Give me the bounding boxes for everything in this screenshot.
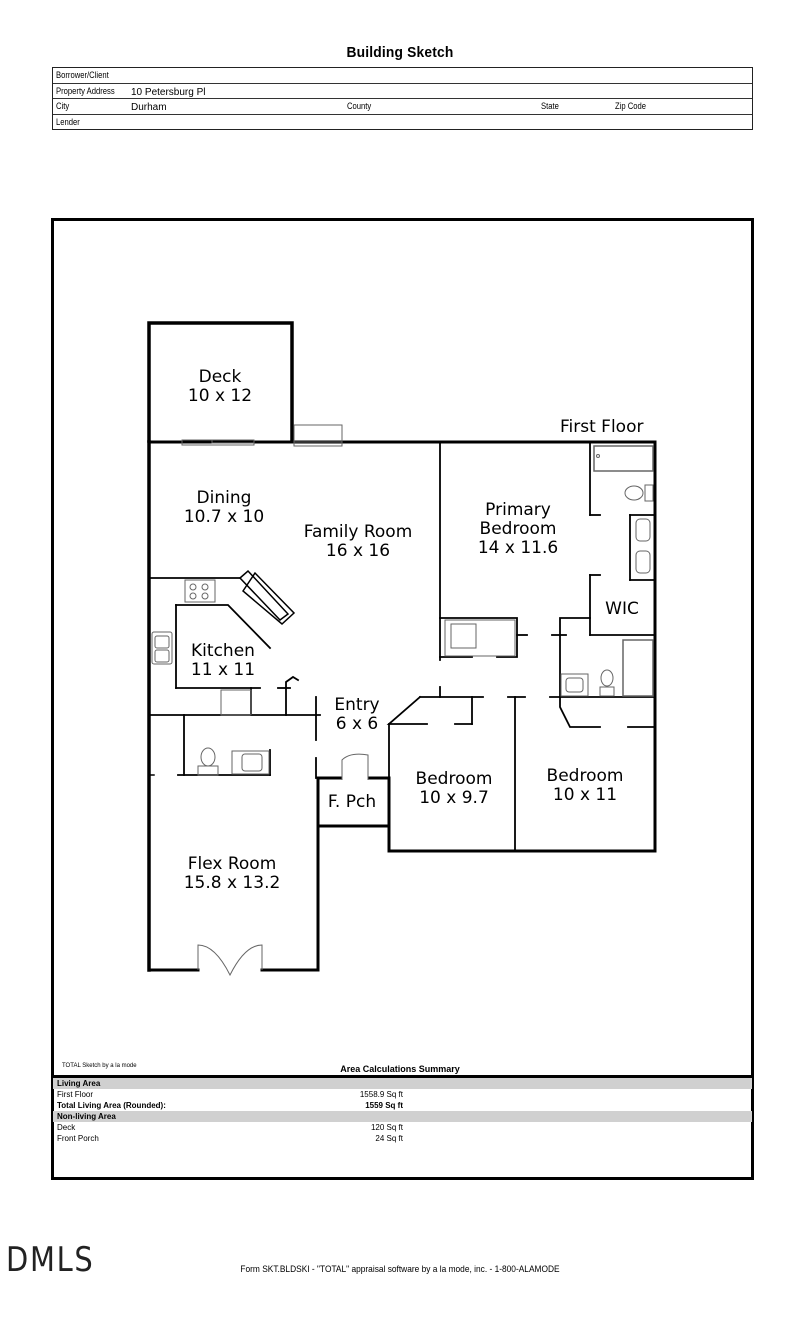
room-name: Family Room [303, 522, 413, 542]
room-bedroom-2: Bedroom 10 x 11 [547, 767, 624, 805]
porch-row: Front Porch 24 Sq ft [53, 1133, 752, 1144]
lender-row: Lender [53, 115, 752, 130]
room-family-room: Family Room 16 x 16 [304, 523, 413, 561]
room-name: F. Pch [327, 792, 377, 812]
zip-label: Zip Code [615, 101, 647, 111]
total-living-row: Total Living Area (Rounded): 1559 Sq ft [53, 1100, 752, 1111]
room-dining: Dining 10.7 x 10 [184, 489, 264, 527]
room-name: Deck [198, 367, 242, 387]
room-wic: WIC [605, 600, 639, 619]
page-title: Building Sketch [346, 44, 454, 61]
first-floor-value: 1558.9 Sq ft [359, 1090, 403, 1099]
room-flex-room: Flex Room 15.8 x 13.2 [184, 855, 281, 893]
form-footer: Form SKT.BLDSKI - "TOTAL" appraisal soft… [240, 1264, 560, 1275]
borrower-label: Borrower/Client [56, 70, 109, 80]
room-name-line2: Bedroom [479, 519, 557, 539]
borrower-row: Borrower/Client [53, 68, 752, 84]
room-name-line1: Primary [485, 500, 551, 520]
porch-label: Front Porch [57, 1134, 99, 1143]
room-deck: Deck 10 x 12 [188, 368, 252, 406]
room-dims: 6 x 6 [335, 714, 379, 734]
room-dims: 15.8 x 13.2 [183, 873, 281, 893]
property-info-table: Borrower/Client Property Address 10 Pete… [52, 67, 753, 130]
city-value: Durham [131, 102, 167, 113]
total-living-label: Total Living Area (Rounded): [57, 1101, 166, 1110]
deck-value: 120 Sq ft [370, 1123, 403, 1132]
room-name: Bedroom [546, 766, 624, 786]
room-dims: 10 x 12 [187, 386, 253, 406]
county-label: County [347, 101, 372, 111]
porch-value: 24 Sq ft [375, 1134, 403, 1143]
city-row: City Durham County State Zip Code [53, 99, 752, 115]
area-summary-title: Area Calculations Summary [340, 1064, 460, 1074]
total-living-value: 1559 Sq ft [365, 1101, 403, 1110]
sketch-frame [51, 218, 754, 1180]
room-name: Kitchen [191, 641, 255, 661]
room-name: Flex Room [187, 854, 277, 874]
room-name: Dining [196, 488, 252, 508]
room-front-porch: F. Pch [328, 793, 376, 812]
room-bedroom-1: Bedroom 10 x 9.7 [416, 770, 493, 808]
room-dims: 11 x 11 [190, 660, 256, 680]
room-dims: 14 x 11.6 [477, 538, 559, 558]
room-dims: 10 x 9.7 [419, 788, 489, 808]
room-name: WIC [605, 599, 639, 619]
living-area-header: Living Area [53, 1078, 752, 1089]
room-kitchen: Kitchen 11 x 11 [191, 642, 255, 680]
lender-label: Lender [56, 116, 80, 127]
area-summary-table: Living Area First Floor 1558.9 Sq ft Tot… [53, 1075, 752, 1144]
room-name: Entry [334, 695, 380, 715]
address-row: Property Address 10 Petersburg Pl [53, 84, 752, 99]
room-entry: Entry 6 x 6 [334, 696, 379, 734]
address-label: Property Address [56, 85, 115, 96]
room-dims: 16 x 16 [325, 541, 391, 561]
city-label: City [56, 101, 70, 111]
deck-label: Deck [57, 1123, 76, 1132]
dmls-logo: DMLS [6, 1240, 95, 1280]
room-primary-bedroom: Primary Bedroom 14 x 11.6 [478, 501, 558, 558]
room-name: Bedroom [415, 769, 493, 789]
first-floor-row: First Floor 1558.9 Sq ft [53, 1089, 752, 1100]
address-value: 10 Petersburg Pl [131, 86, 206, 98]
nonliving-area-header: Non-living Area [53, 1111, 752, 1122]
floor-label: First Floor [560, 417, 644, 437]
room-dims: 10 x 11 [552, 785, 618, 805]
first-floor-label: First Floor [57, 1090, 93, 1099]
room-dims: 10.7 x 10 [183, 507, 265, 527]
sketch-credit: TOTAL Sketch by a la mode [62, 1063, 137, 1069]
state-label: State [541, 101, 559, 111]
deck-row: Deck 120 Sq ft [53, 1122, 752, 1133]
